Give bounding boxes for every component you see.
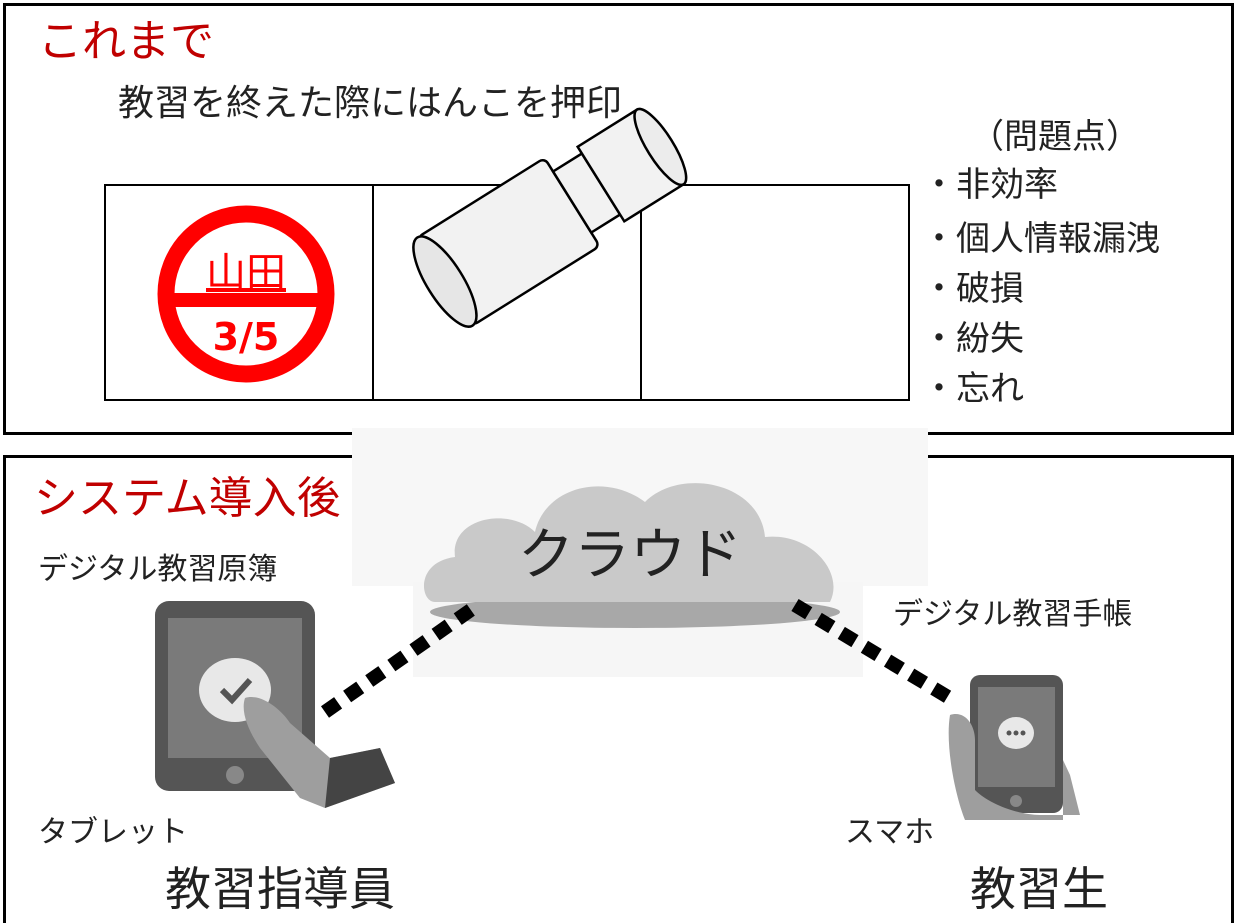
- smartphone-icon: [948, 675, 1080, 820]
- problems-title: （問題点）: [970, 117, 1140, 157]
- stamp-cell-2: [374, 186, 642, 399]
- stamp-register-table: 山田 3/5: [104, 184, 910, 401]
- tablet-cloud-link: [320, 601, 480, 718]
- right-device-type: スマホ: [845, 815, 935, 850]
- student-role: 教習生: [970, 862, 1108, 916]
- hanko-icon: [412, 107, 688, 328]
- seal-date: 3/5: [213, 315, 280, 359]
- cloud-icon: クラウド: [423, 483, 840, 628]
- phone-cloud-link: [791, 599, 952, 703]
- problem-item: 紛失: [922, 322, 1024, 356]
- problem-item: 破損: [922, 272, 1024, 306]
- seal-name: 山田: [206, 250, 286, 296]
- instructor-role: 教習指導員: [165, 862, 395, 916]
- left-device-caption: デジタル教習原簿: [38, 552, 278, 587]
- seal-stamp-icon: 山田 3/5: [157, 205, 335, 383]
- problem-item: 忘れ: [922, 372, 1024, 406]
- right-device-caption: デジタル教習手帳: [893, 597, 1133, 632]
- problem-item: 非効率: [922, 168, 1058, 202]
- stamp-caption: 教習を終えた際にはんこを押印: [118, 83, 623, 124]
- tablet-icon: [155, 601, 395, 808]
- problem-item: 個人情報漏洩: [922, 222, 1160, 256]
- before-heading: これまで: [38, 16, 214, 67]
- after-heading: システム導入後: [34, 473, 341, 524]
- cloud-label: クラウド: [518, 523, 742, 588]
- left-device-type: タブレット: [38, 815, 188, 850]
- stamp-cell-1: 山田 3/5: [106, 186, 374, 399]
